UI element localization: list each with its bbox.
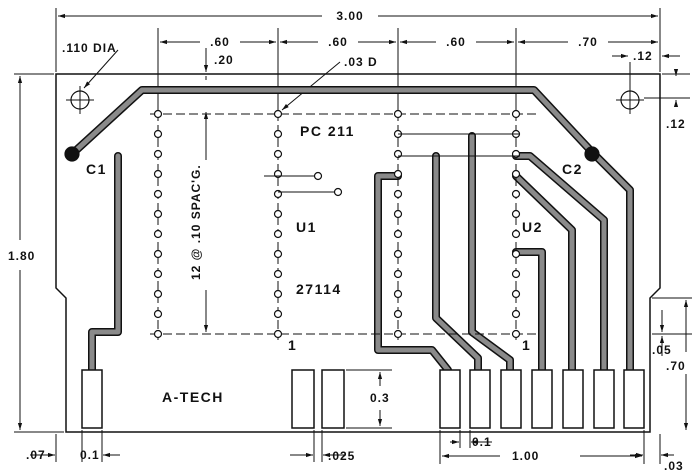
left-margin-label: .07 (26, 448, 46, 462)
right-offset-label: .12 (633, 49, 653, 63)
right-height-label: .70 (666, 359, 686, 373)
c1-label: C1 (86, 161, 107, 177)
ic-pad (511, 169, 521, 179)
ic-pad (273, 289, 283, 299)
edge-finger (562, 369, 584, 429)
ic-pad (511, 109, 521, 119)
ic-pad (153, 249, 163, 259)
spacing-label: 12 @ .10 SPAC'G. (189, 164, 203, 280)
ic-pad (153, 129, 163, 139)
edge-finger (291, 369, 315, 429)
ic-pad (273, 229, 283, 239)
right-margin-label: .03 (664, 459, 684, 473)
top-margin-label: .20 (214, 53, 234, 67)
height-label: 1.80 (8, 249, 35, 263)
ic-pad (511, 189, 521, 199)
u1-part-number: 27114 (296, 281, 342, 297)
ic-pad (153, 309, 163, 319)
hole-dia-label: .110 DIA (62, 41, 117, 55)
finger-width-label: 0.1 (80, 448, 100, 462)
board-outline (55, 73, 661, 433)
ic-pad (153, 149, 163, 159)
ic-pad (393, 109, 403, 119)
ic-pad (511, 249, 521, 259)
u1-pin1-label: 1 (288, 337, 297, 353)
ic-pad (273, 249, 283, 259)
ic-pad (393, 169, 403, 179)
ic-pad (153, 329, 163, 339)
finger-spacing-label: .025 (328, 449, 355, 463)
section-4-label: .70 (578, 35, 598, 49)
brand-label: A-TECH (162, 389, 224, 405)
finger-gap-label: .05 (652, 343, 672, 357)
ic-pad (153, 289, 163, 299)
ic-pad (393, 309, 403, 319)
ic-pad (153, 269, 163, 279)
u2-pin1-label: 1 (522, 337, 531, 353)
ic-pad (273, 129, 283, 139)
ic-pad (273, 109, 283, 119)
ic-pad (511, 289, 521, 299)
ic-pad (153, 109, 163, 119)
right-vertical-offset-label: .12 (666, 117, 686, 131)
c1-pad (64, 146, 80, 162)
finger-height-label: 0.3 (370, 391, 390, 405)
edge-finger (81, 369, 103, 429)
edge-finger (500, 369, 522, 429)
pad-dia-label: .03 D (344, 55, 378, 69)
edge-finger (593, 369, 615, 429)
ic-pad (273, 209, 283, 219)
finger-pitch-label: 0.1 (472, 435, 492, 449)
edge-finger (531, 369, 553, 429)
ic-pad (393, 209, 403, 219)
ic-pad (273, 149, 283, 159)
ic-pad (393, 289, 403, 299)
ic-pad (393, 269, 403, 279)
ic-pad (273, 309, 283, 319)
pad-grid (153, 109, 521, 339)
ic-pad (153, 229, 163, 239)
section-1-label: .60 (210, 35, 230, 49)
ic-pad (511, 229, 521, 239)
c2-label: C2 (562, 161, 583, 177)
ic-pad (153, 189, 163, 199)
ic-pad (393, 229, 403, 239)
edge-finger (469, 369, 491, 429)
ic-pad (153, 209, 163, 219)
ic-pad (393, 329, 403, 339)
traces (68, 86, 634, 376)
ic-pad (393, 189, 403, 199)
ic-pad (511, 209, 521, 219)
ic-pad (511, 329, 521, 339)
c2-pad (584, 146, 600, 162)
section-2-label: .60 (328, 35, 348, 49)
u2-label: U2 (522, 219, 543, 235)
ic-pad (511, 269, 521, 279)
ic-pad (273, 329, 283, 339)
ic-pad (393, 249, 403, 259)
finger-span-label: 1.00 (512, 449, 539, 463)
edge-finger (439, 369, 461, 429)
ic-pad (153, 169, 163, 179)
section-3-label: .60 (446, 35, 466, 49)
edge-finger (623, 369, 645, 429)
overall-width-label: 3.00 (336, 9, 363, 23)
board-name: PC 211 (300, 123, 355, 139)
ic-pad (511, 309, 521, 319)
edge-finger (321, 369, 345, 429)
ic-pad (273, 269, 283, 279)
u1-label: U1 (296, 219, 317, 235)
